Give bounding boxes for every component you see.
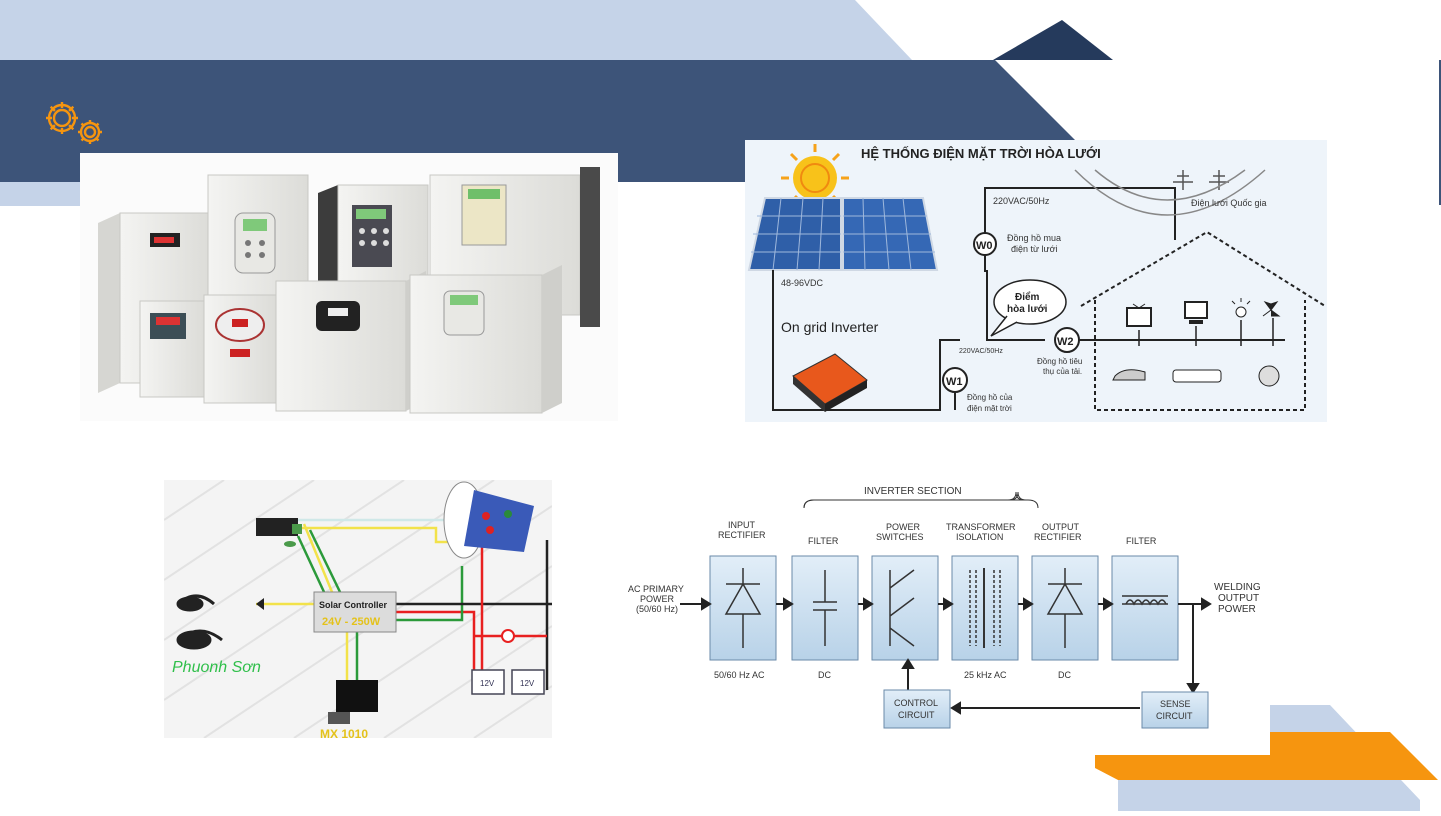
meter-w0: W0 [976,240,993,252]
sense-circuit-box: SENSE CIRCUIT [1141,691,1209,729]
output-label-3: POWER [1218,604,1256,615]
control-circuit-box: CONTROL CIRCUIT [883,689,951,729]
computer-icon [1184,301,1208,324]
w1-line-2: điện mặt trời [967,404,1012,413]
block-6-title: FILTER [1126,536,1157,546]
inverter-section-label: INVERTER SECTION [864,486,962,497]
light-fixture [443,481,534,559]
ac-voltage-label: 220VAC/50Hz [993,196,1050,206]
ac-small-label: 220VAC/50Hz [959,348,1003,355]
drive-unit [139,300,205,398]
left-light-strip [0,182,80,206]
appliance-motor [1258,365,1280,387]
battery: 12V [471,669,505,695]
callout-line-1: Điểm [1015,291,1040,303]
house-outline [1080,230,1326,411]
block-transformer [951,555,1019,661]
block-4-title-2: ISOLATION [956,532,1003,542]
appliance-iron [1112,369,1146,381]
block-1-title-2: RECTIFIER [718,530,766,540]
block-5-title-2: RECTIFIER [1034,532,1082,542]
sense-line-2: CIRCUIT [1156,711,1193,721]
grid-label: Điện lưới Quốc gia [1191,198,1266,208]
block-3-title-2: SWITCHES [876,532,924,542]
input-label-2: POWER [640,594,675,604]
block-1-title-1: INPUT [728,520,756,530]
callout-line-2: hòa lưới [1007,304,1048,315]
headset-icon [176,594,223,650]
w2-line-1: Đồng hồ tiêu [1037,357,1082,366]
solar-controller: Solar Controller 24V - 250W [313,591,397,633]
inverter-device [792,353,868,412]
battery-label: 12V [520,679,535,688]
appliance-ac [1172,369,1222,383]
solar-title: HỆ THỐNG ĐIỆN MẶT TRỜI HÒA LƯỚI [861,146,1101,161]
drive-unit [275,271,426,412]
fan-icon [1262,301,1281,317]
block-output-rectifier [1031,555,1099,661]
block-5-bottom: DC [1058,670,1071,680]
output-label-1: WELDING [1214,582,1261,593]
control-line-1: CONTROL [894,698,938,708]
input-label-3: (50/60 Hz) [636,604,678,614]
bottom-orange-bar [1095,732,1438,780]
drive-unit [318,184,429,291]
voltage-text: 24V - 250W [322,616,381,628]
w2-line-2: thụ của tải. [1043,367,1082,376]
output-label-2: OUTPUT [1218,593,1259,604]
battery: 12V [511,669,545,695]
bottom-light-shape [1118,705,1420,811]
battery-label: 12V [480,679,495,688]
sense-line-1: SENSE [1160,699,1191,709]
dc-voltage-label: 48-96VDC [781,278,824,288]
brand-text: Phuonh Sơn [172,659,261,676]
block-2-title: FILTER [808,536,839,546]
w1-line-1: Đồng hồ của [967,393,1013,402]
block-2-bottom: DC [818,670,831,680]
control-line-2: CIRCUIT [898,710,935,720]
w0-line-2: điện từ lưới [1011,244,1057,254]
inverter-label: On grid Inverter [781,319,879,335]
block-4-title-1: TRANSFORMER [946,522,1016,532]
solar-panels [747,197,939,271]
block-filter [791,555,859,661]
meter-text: MX 1010 [320,727,368,738]
block-output-filter [1111,555,1179,661]
block-1-bottom: 50/60 Hz AC [714,670,765,680]
meter-w2: W2 [1057,336,1074,348]
meter-w1: W1 [946,376,963,388]
tv-icon [1126,303,1152,327]
block-4-bottom: 25 kHz AC [964,670,1007,680]
block-5-title-1: OUTPUT [1042,522,1080,532]
top-light-band [0,0,912,60]
solar-wiring-diagram: Solar Controller 24V - 250W Phuonh Sơn [163,479,553,741]
drive-unit [203,294,277,404]
block-power-switches [871,555,939,661]
lamp-icon [1231,298,1251,318]
gears-icon [40,98,112,146]
input-label-1: AC PRIMARY [628,584,684,594]
solar-system-diagram: HỆ THỐNG ĐIỆN MẶT TRỜI HÒA LƯỚI 220VAC/5… [745,140,1327,422]
sensor-device [256,518,302,547]
drive-unit [409,265,562,414]
controller-text: Solar Controller [319,600,388,610]
top-dark-triangle [993,20,1113,60]
welding-inverter-diagram: INVERTER SECTION AC PRIMARY POWER (50/60… [618,478,1268,738]
inverter-products-photo [80,153,618,421]
power-grid-icon [1074,169,1266,216]
meter-monitor [328,680,378,724]
block-input-rectifier [709,555,777,661]
w0-line-1: Đồng hồ mua [1007,233,1061,243]
block-3-title-1: POWER [886,522,921,532]
